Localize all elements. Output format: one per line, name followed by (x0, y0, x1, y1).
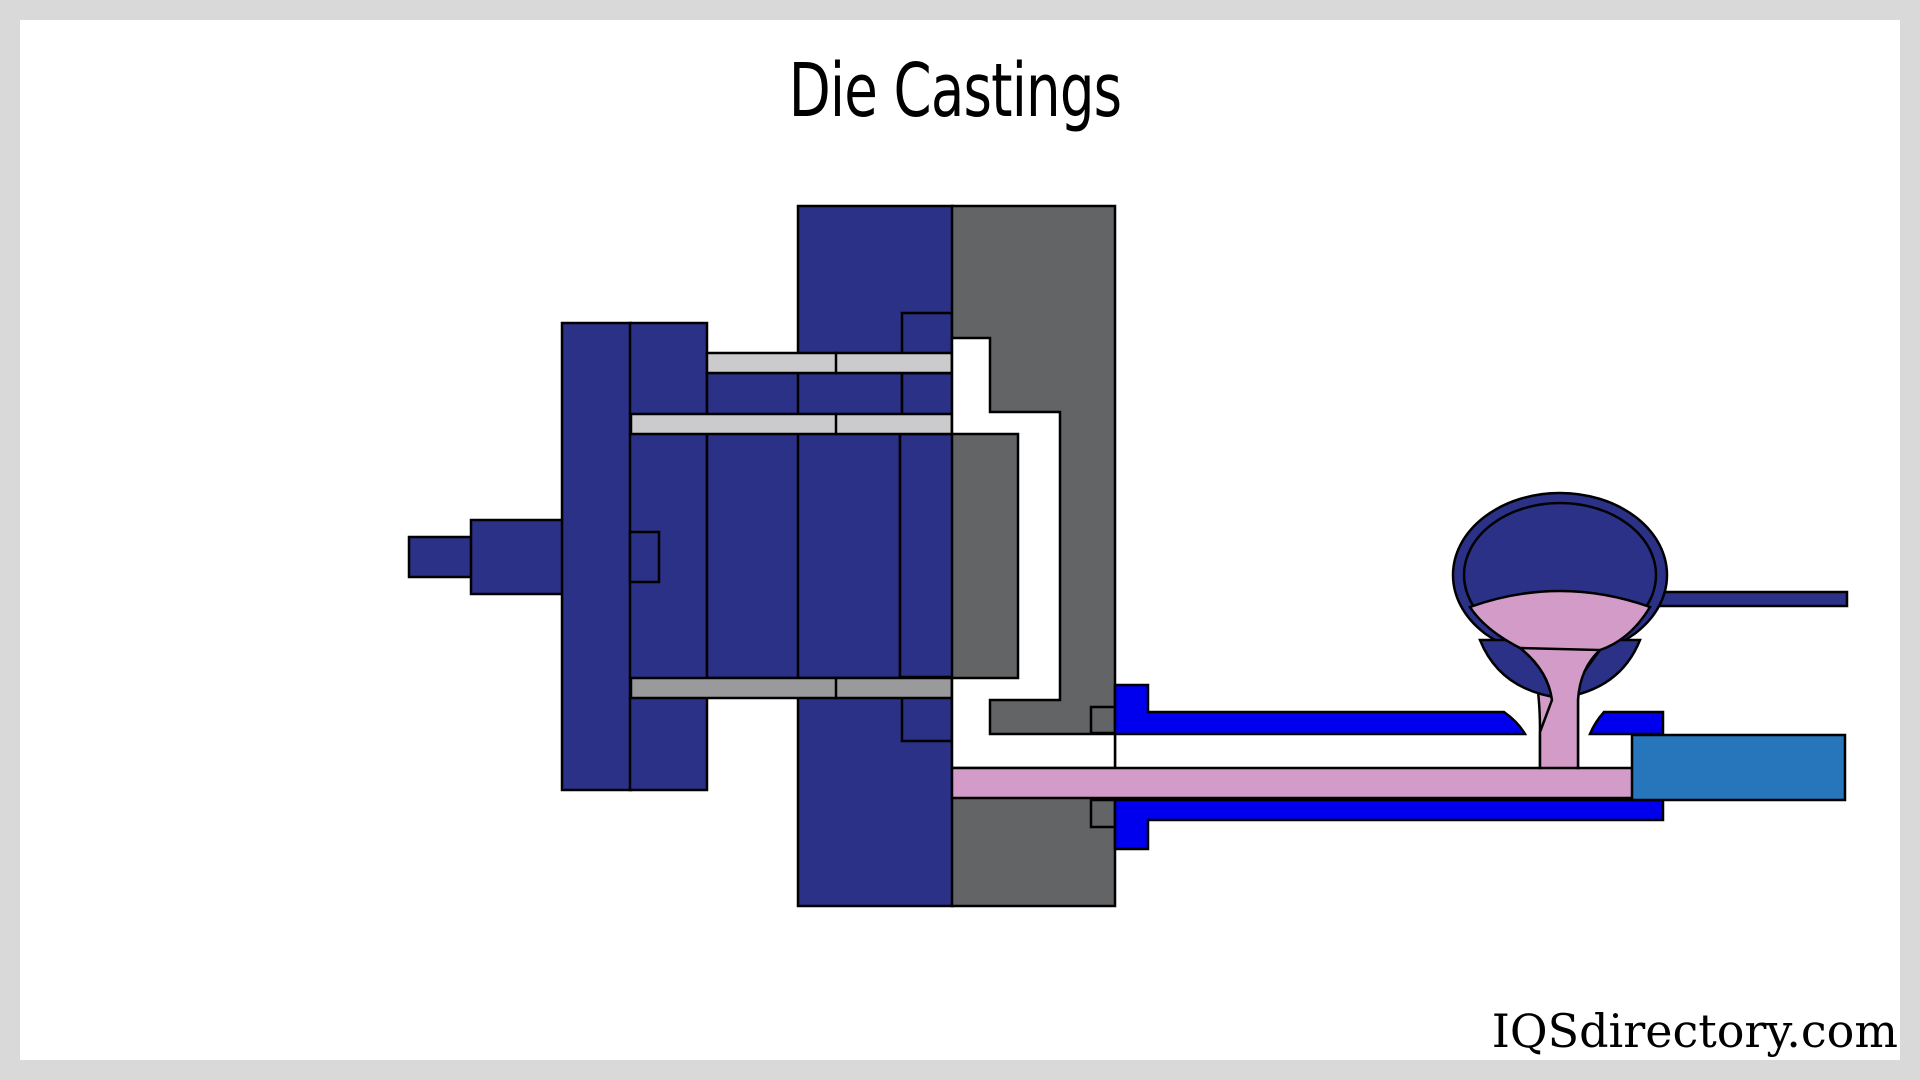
plunger-icon (1630, 733, 1847, 802)
diagram-title: Die Castings (788, 48, 1122, 134)
watermark: IQSdirectory.com (1491, 1004, 1898, 1058)
shot-sleeve-icon (1113, 683, 1665, 851)
ladle-icon (1451, 491, 1849, 770)
tie-bar-icon (629, 351, 954, 700)
platen-icon (560, 321, 709, 792)
